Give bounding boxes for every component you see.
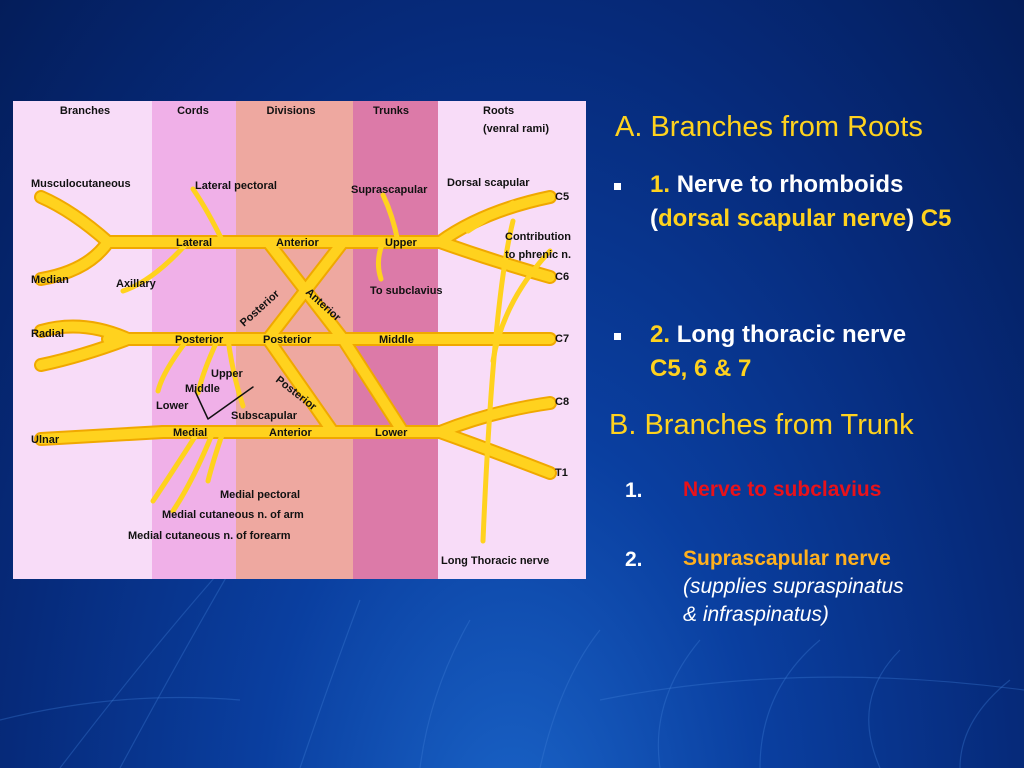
col-cords: Cords: [177, 105, 209, 117]
label-middle-trunk: Middle: [379, 334, 414, 346]
label-lower-sub: Lower: [156, 400, 189, 412]
item-a1-roots: C5: [920, 205, 952, 232]
item-a1-highlight: dorsal scapular nerve: [658, 205, 907, 232]
label-c5: C5: [555, 191, 569, 203]
item-a2-text: Long thoracic nerve: [676, 321, 907, 348]
label-medial-pectoral: Medial pectoral: [220, 489, 300, 501]
label-ulnar: Ulnar: [31, 434, 60, 446]
item-a1-num: 1.: [650, 171, 671, 198]
item-a1-text: Nerve to rhomboids (: [650, 171, 904, 232]
label-long-thoracic: Long Thoracic nerve: [441, 555, 549, 567]
label-dorsal-scapular: Dorsal scapular: [447, 177, 530, 189]
item-b1-num: 1.: [625, 479, 643, 502]
bullet-icon: [614, 183, 621, 190]
label-med-cut-arm: Medial cutaneous n. of arm: [162, 509, 304, 521]
item-a2: 2. Long thoracic nerve C5, 6 & 7: [650, 318, 940, 386]
label-suprascapular: Suprascapular: [351, 184, 428, 196]
col-trunks: Trunks: [373, 105, 409, 117]
heading-branches-from-trunk: B. Branches from Trunk: [609, 409, 914, 441]
label-median: Median: [31, 274, 69, 286]
item-b1-text: Nerve to subclavius: [683, 478, 882, 501]
label-musculocutaneous: Musculocutaneous: [31, 178, 131, 190]
brachial-plexus-diagram: Branches Cords Divisions Trunks Roots (v…: [13, 101, 586, 579]
thin-branches: [120, 186, 553, 544]
item-a2-roots: C5, 6 & 7: [650, 355, 752, 382]
col-roots: Roots: [483, 105, 514, 117]
nerve-fills: [36, 192, 555, 478]
label-axillary: Axillary: [116, 278, 157, 290]
item-b2-note-2: & infraspinatus): [683, 603, 829, 626]
label-phrenic-2: to phrenic n.: [505, 249, 571, 261]
heading-branches-from-roots: A. Branches from Roots: [615, 111, 923, 143]
label-subscapular: Subscapular: [231, 410, 298, 422]
item-b2-num: 2.: [625, 548, 643, 571]
label-upper-sub: Upper: [211, 368, 244, 380]
label-lateral-cord: Lateral: [176, 237, 212, 249]
label-upper-trunk: Upper: [385, 237, 418, 249]
label-t1: T1: [555, 467, 568, 479]
label-med-cut-forearm: Medial cutaneous n. of forearm: [128, 530, 291, 542]
label-medial-cord: Medial: [173, 427, 207, 439]
item-b2-note-1: (supplies supraspinatus: [683, 575, 904, 598]
item-a1: 1. Nerve to rhomboids (dorsal scapular n…: [650, 168, 990, 236]
label-posterior-div: Posterior: [263, 334, 312, 346]
label-anterior-upper: Anterior: [276, 237, 320, 249]
label-radial: Radial: [31, 328, 64, 340]
label-phrenic-1: Contribution: [505, 231, 571, 243]
col-roots-sub: (venral rami): [483, 123, 549, 135]
label-lower-trunk: Lower: [375, 427, 408, 439]
bullet-icon: [614, 333, 621, 340]
col-divisions: Divisions: [267, 105, 316, 117]
label-c8: C8: [555, 396, 569, 408]
label-to-subclavius: To subclavius: [370, 285, 443, 297]
label-c6: C6: [555, 271, 569, 283]
label-anterior-lower: Anterior: [269, 427, 313, 439]
label-posterior-cord: Posterior: [175, 334, 224, 346]
label-middle-sub: Middle: [185, 383, 220, 395]
label-c7: C7: [555, 333, 569, 345]
item-b2: Suprascapular nerve (supplies supraspina…: [683, 545, 904, 629]
item-a2-num: 2.: [650, 321, 671, 348]
subscapular-bracket: [194, 386, 254, 420]
item-a1-close: ): [906, 205, 915, 232]
label-lateral-pectoral: Lateral pectoral: [195, 180, 277, 192]
item-b2-text: Suprascapular nerve: [683, 547, 891, 570]
col-branches: Branches: [60, 105, 110, 117]
